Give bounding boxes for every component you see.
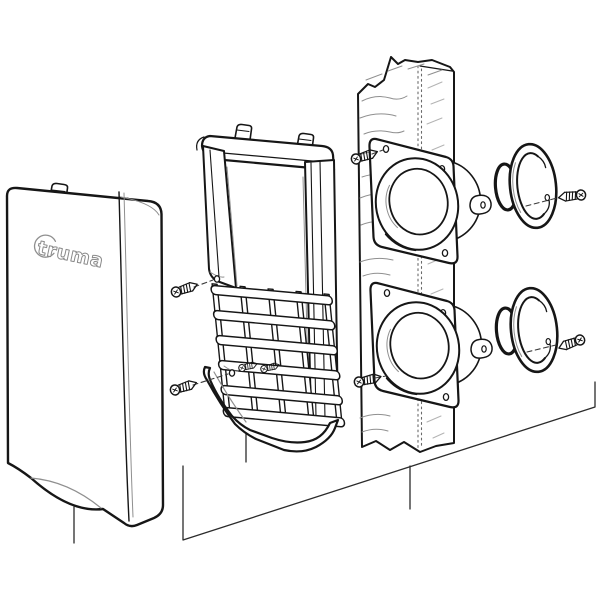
upper-flange-screw-leader [371,149,384,155]
baseline [73,381,596,544]
grip-recess [30,477,102,509]
lower-wall-duct-flange [366,281,563,409]
frame-screw-leader [193,279,214,288]
lower-flange-screw-leader [374,375,387,379]
frame-screw-icon [168,377,199,397]
upper-duct-assembly [349,137,587,265]
upper-ring-screw-leader [525,197,558,207]
lower-duct-assembly [352,281,587,409]
upper-wall-duct-flange [365,137,562,265]
lower-ring-screw-leader [526,344,557,353]
mounting-frame [168,123,346,453]
frame-screw-icon [169,279,200,299]
air-grille [210,283,346,428]
logo-swirl-icon [33,234,57,258]
upper-ring-screw-icon [557,188,587,204]
lower-ring-screw-icon [556,332,587,354]
grille-scoop [202,365,340,453]
frame-lug-icon [234,123,253,141]
frame-screw-leader [192,373,229,386]
outer-cover: truma [5,182,165,528]
